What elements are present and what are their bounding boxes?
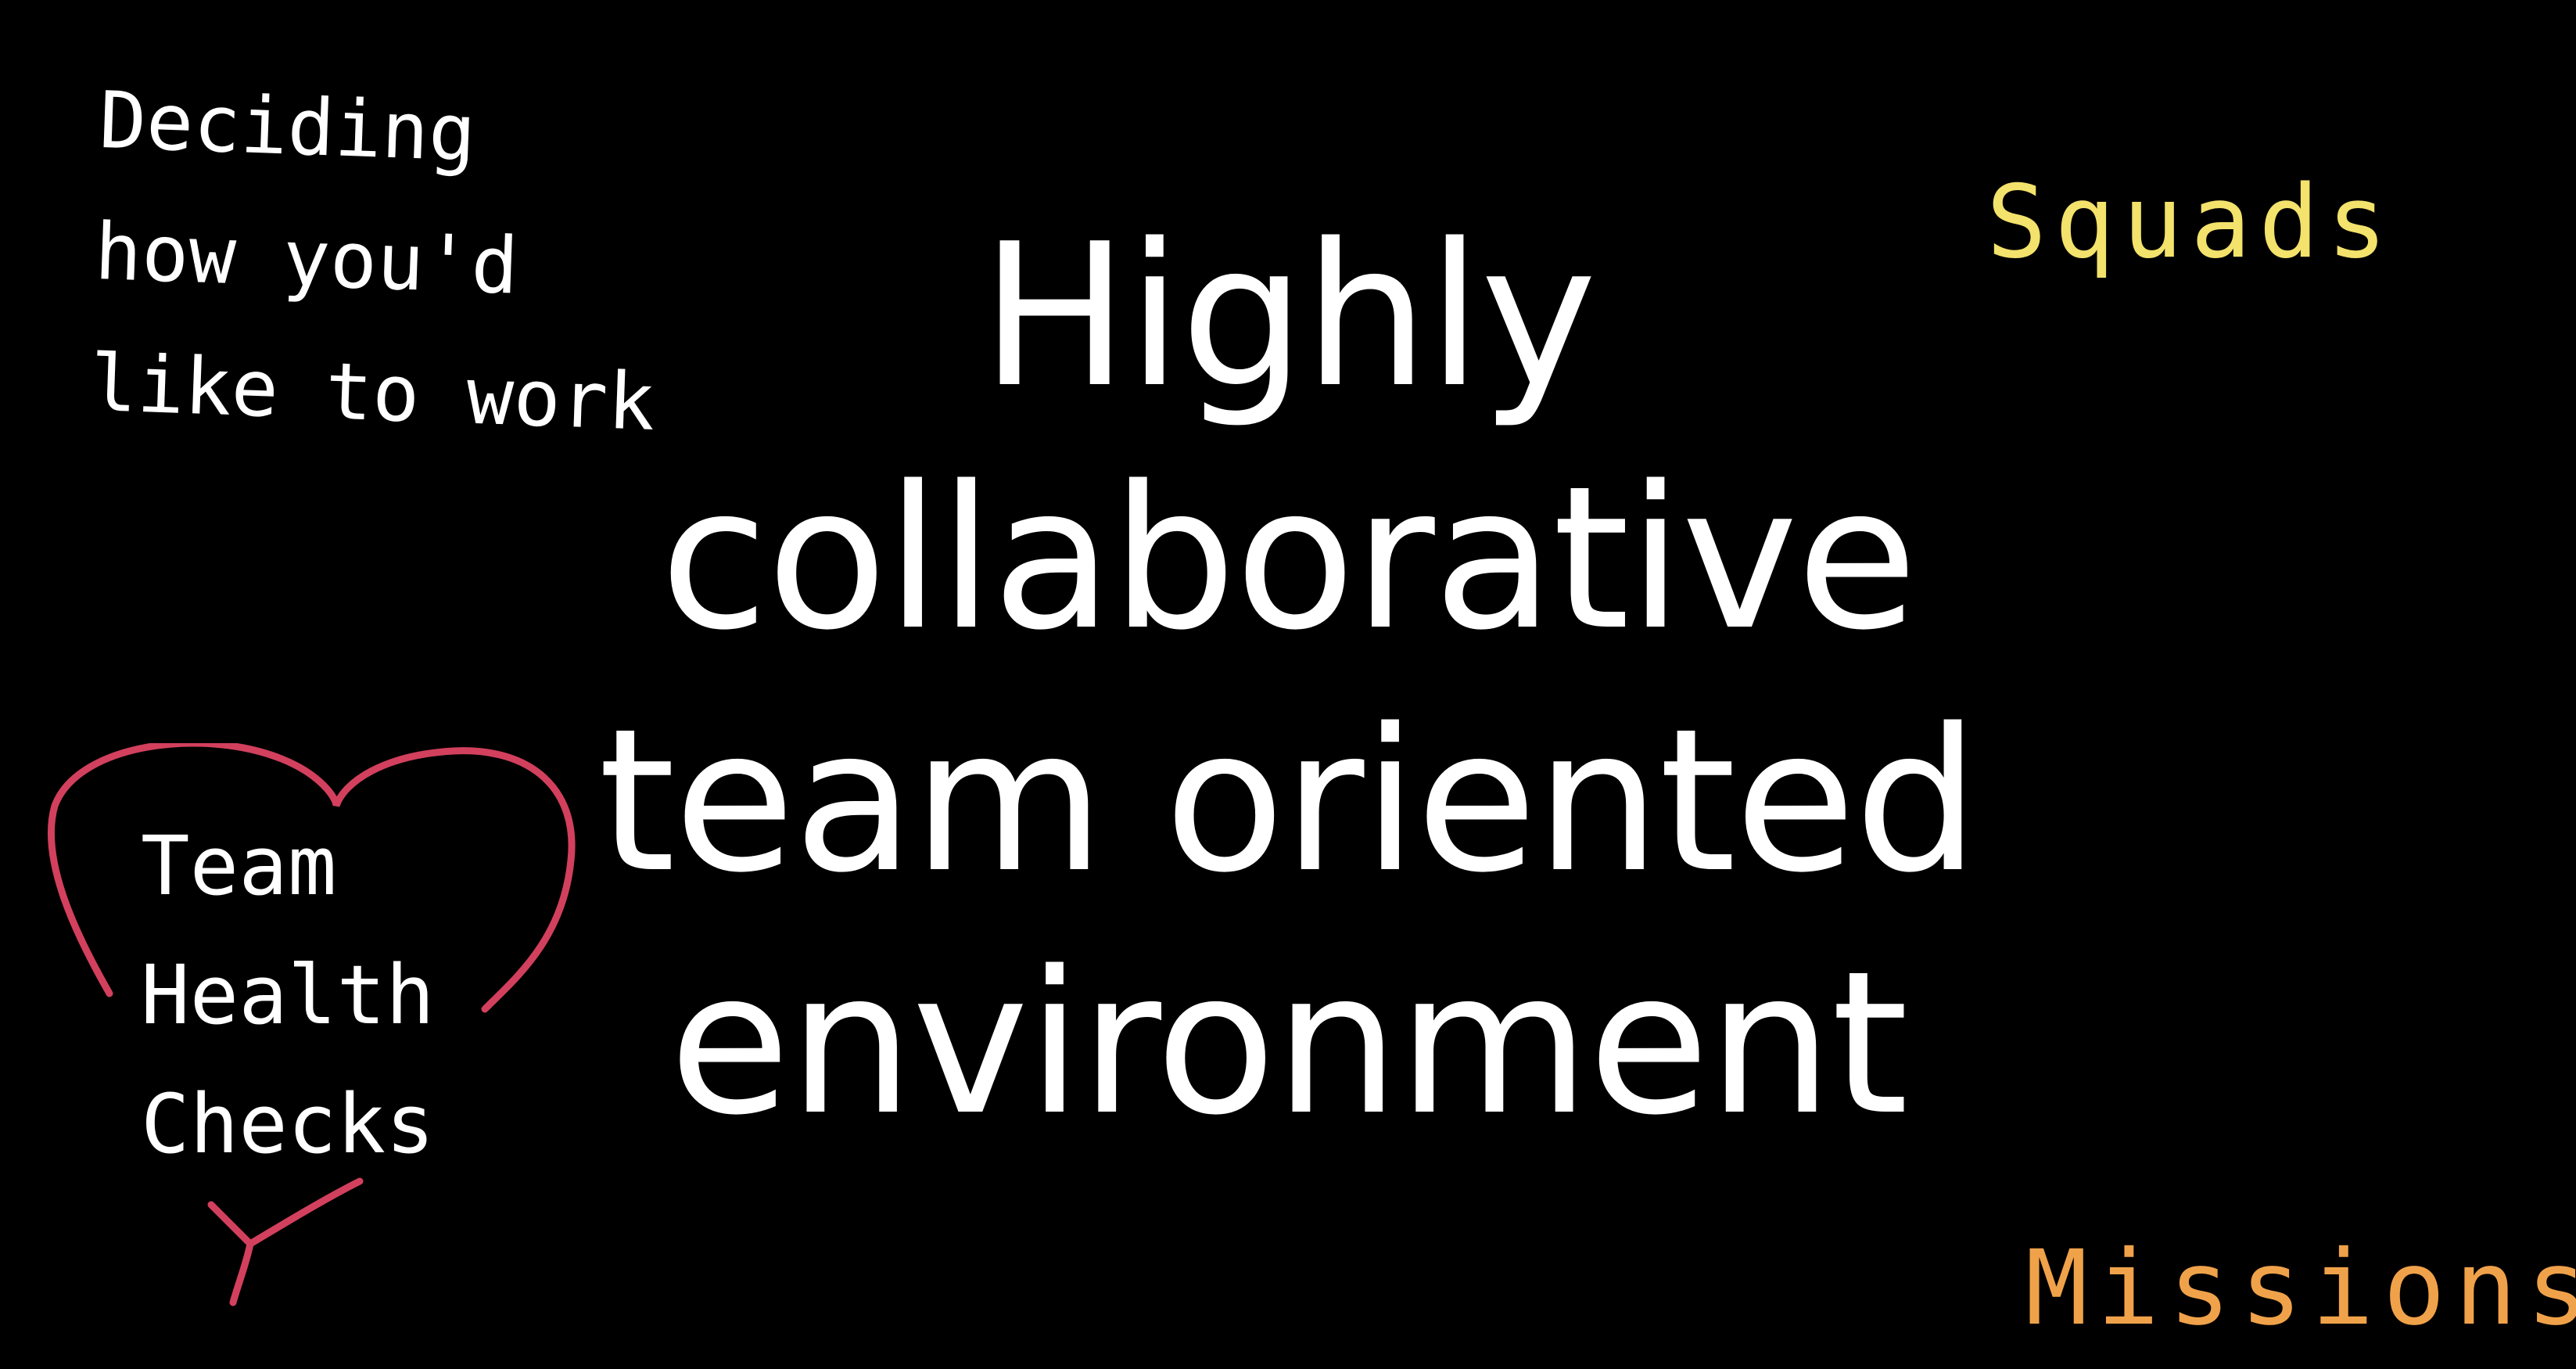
title-line-3: team oriented [597, 687, 1979, 916]
heart-outline-icon [48, 743, 576, 1306]
note-heart-line-3: Checks [141, 1076, 435, 1172]
heart-note: Team Health Checks [31, 743, 594, 1322]
note-deciding-line-1: Deciding [98, 74, 478, 179]
title-line-2: collaborative [659, 444, 1918, 674]
title-line-1: Highly [980, 202, 1597, 431]
note-heart-line-1: Team [141, 818, 337, 914]
note-missions: Missions [2025, 1228, 2576, 1349]
note-team-health: Team Health Checks [141, 802, 435, 1189]
slide-title: Highly collaborative team oriented envir… [0, 196, 2576, 1166]
note-heart-line-2: Health [141, 947, 435, 1043]
note-squads: Squads [1986, 164, 2395, 281]
title-line-4: environment [669, 929, 1909, 1159]
